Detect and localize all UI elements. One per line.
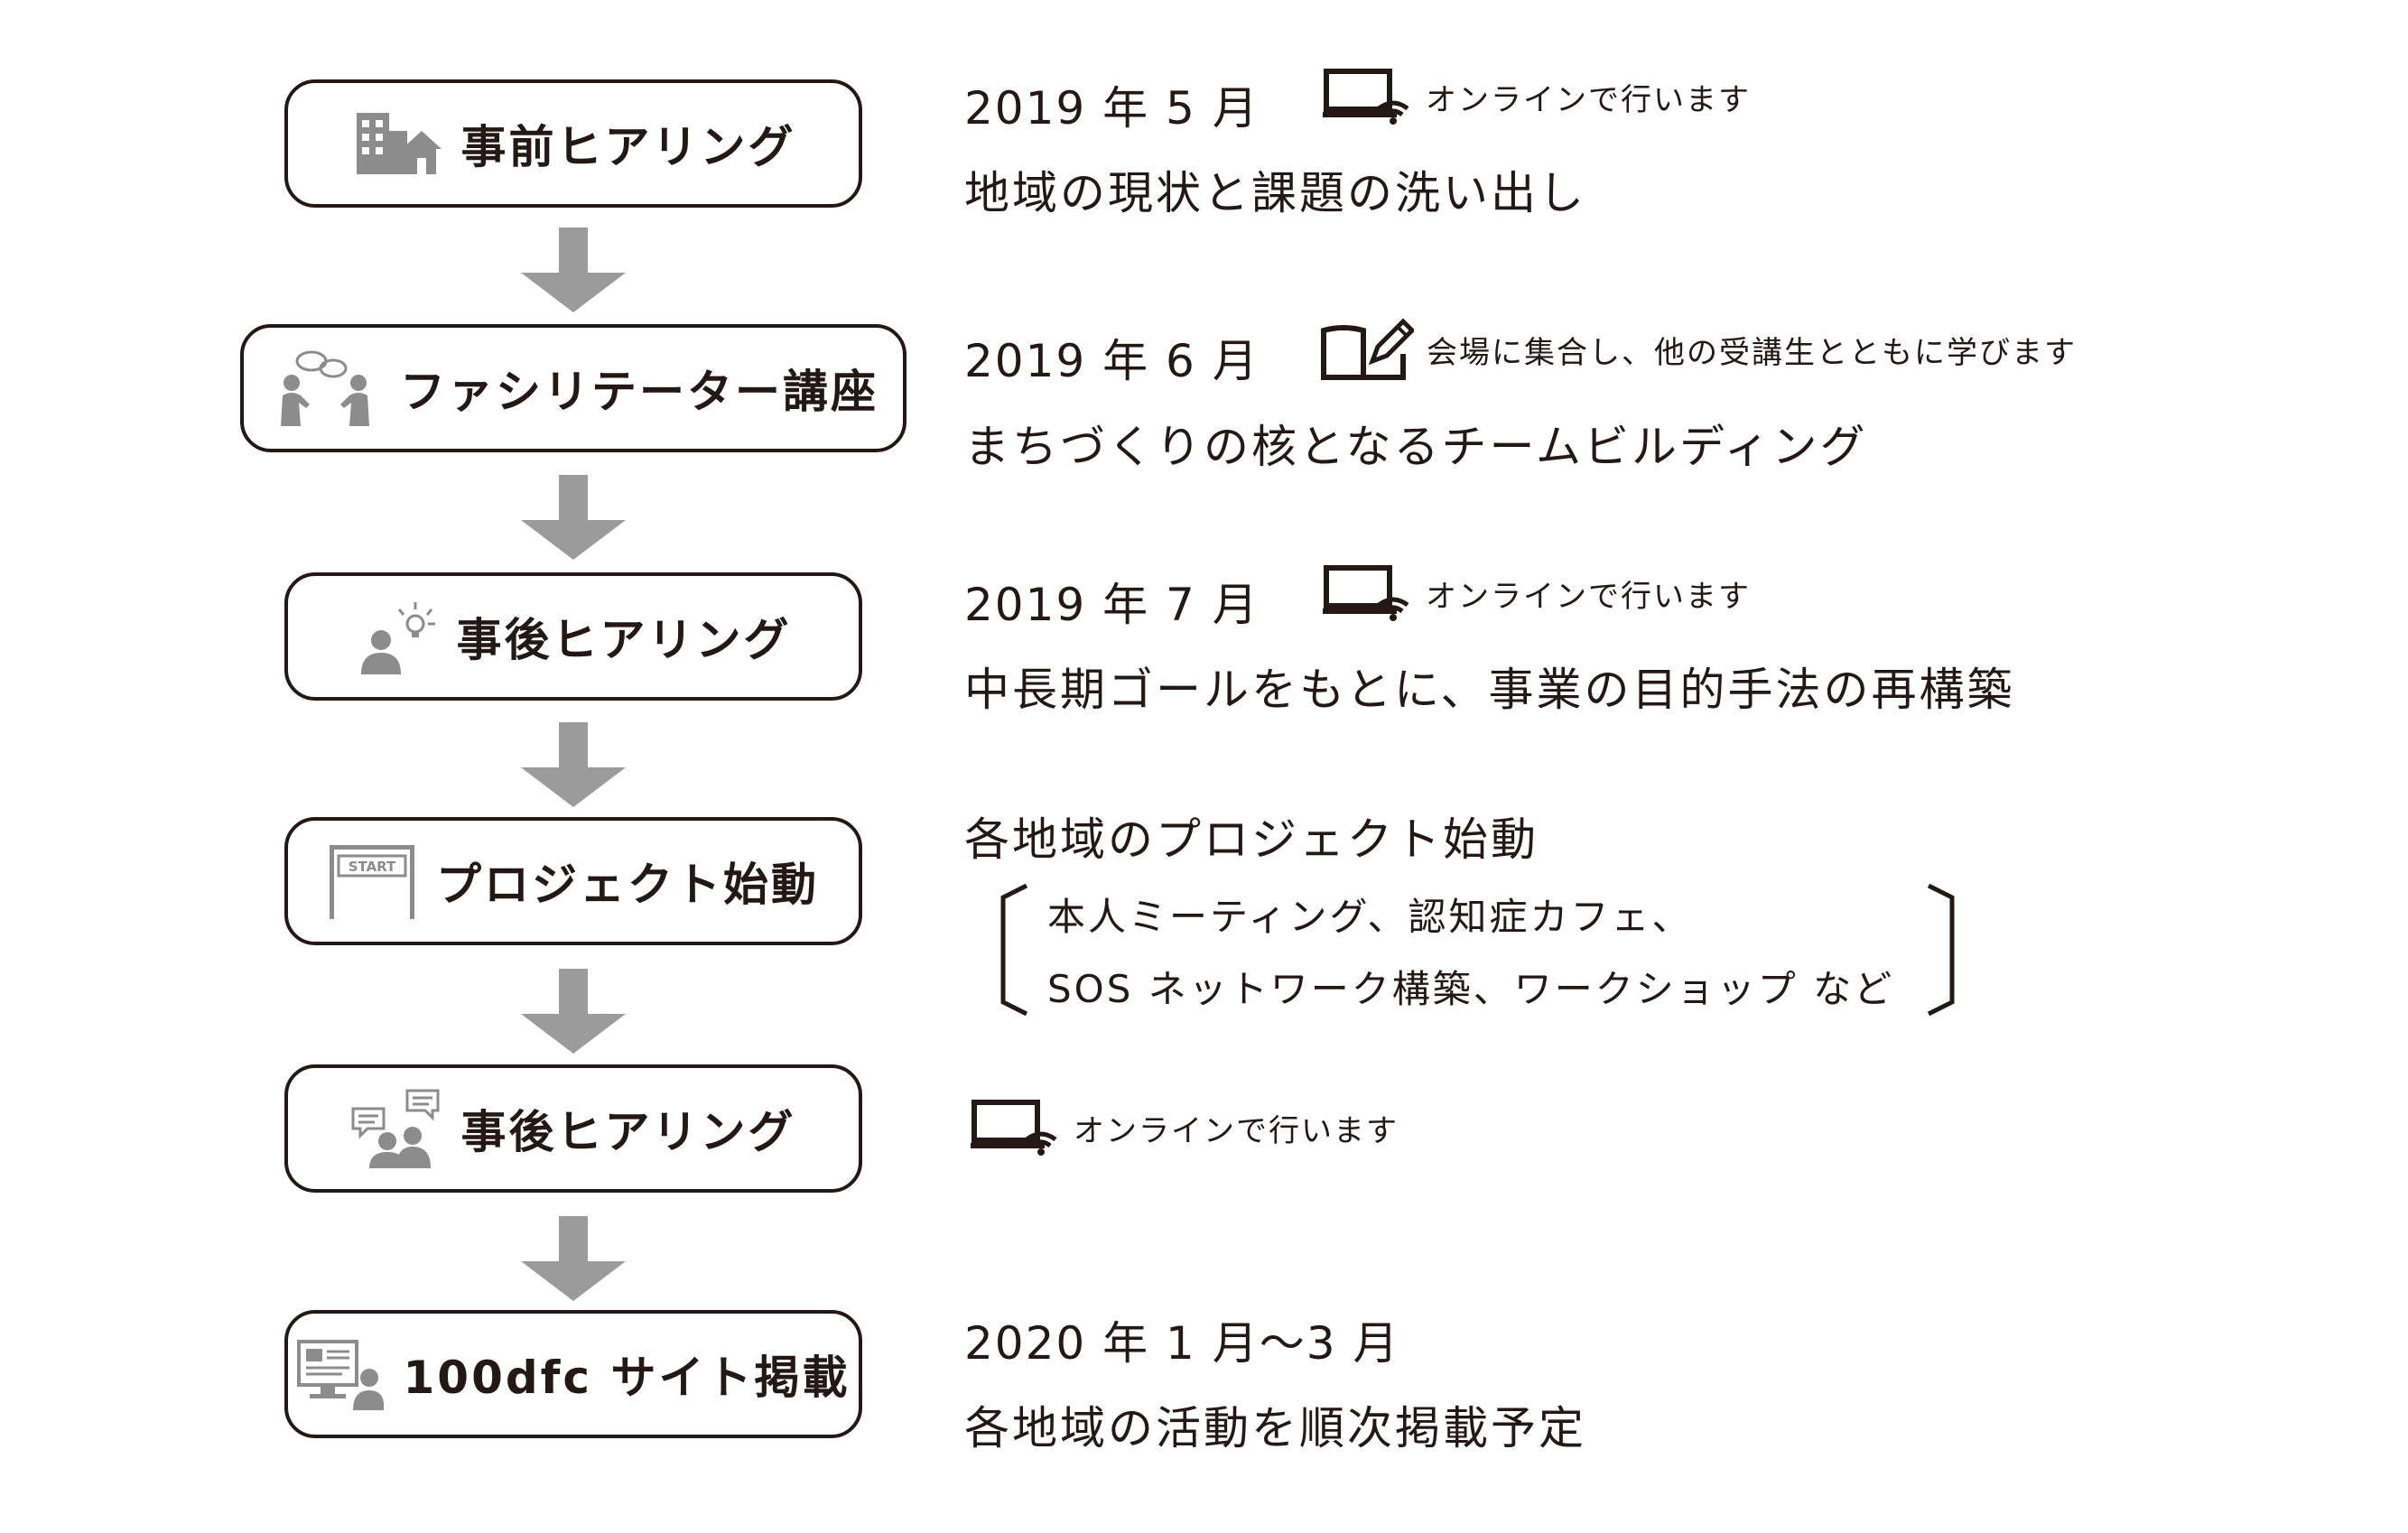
step-box-post-hearing-1: 事後ヒアリング — [284, 572, 862, 701]
step-box-pre-hearing: 事前ヒアリング — [284, 79, 862, 208]
detail-note: オンラインで行います — [1323, 69, 1751, 125]
building-house-icon — [356, 113, 442, 174]
detail-note: オンラインで行います — [1323, 565, 1751, 621]
step-label: ファシリテーター講座 — [400, 366, 879, 418]
detail-description: 中長期ゴールをもとに、事業の目的手法の再構築 — [964, 664, 2015, 716]
example-line-1: 本人ミーティング、認知症カフェ、 — [1047, 895, 1693, 939]
left-bracket — [1000, 883, 1028, 1017]
step-label: 事後ヒアリング — [460, 1106, 796, 1158]
note-text: オンラインで行います — [1426, 578, 1751, 615]
detail-description: 各地域のプロジェクト始動 — [964, 813, 1539, 866]
detail-description: まちづくりの核となるチームビルディング — [964, 421, 1868, 473]
laptop-wifi-icon — [971, 1100, 1057, 1156]
detail-date: 2019 年 6 月 — [964, 335, 1260, 387]
start-sign-text: START — [349, 859, 396, 875]
people-talking-icon — [281, 350, 369, 426]
step-label: プロジェクト始動 — [436, 859, 819, 911]
step-label: 事後ヒアリング — [456, 614, 792, 666]
step-label: 100dfc サイト掲載 — [403, 1352, 851, 1404]
down-arrow-4 — [521, 969, 626, 1054]
step-box-facilitator-course: ファシリテーター講座 — [240, 324, 906, 452]
computer-person-icon — [296, 1340, 384, 1410]
down-arrow-3 — [521, 722, 626, 807]
people-chat-icon — [351, 1089, 439, 1168]
right-bracket — [1927, 883, 1955, 1017]
step-label: 事前ヒアリング — [460, 121, 796, 173]
step-box-project-start: START プロジェクト始動 — [284, 817, 862, 945]
detail-date: 2019 年 7 月 — [964, 579, 1260, 631]
laptop-wifi-icon — [1323, 69, 1409, 125]
note-text: オンラインで行います — [1074, 1112, 1399, 1149]
step-box-site-posting: 100dfc サイト掲載 — [284, 1310, 862, 1438]
detail-description: 地域の現状と課題の洗い出し — [964, 167, 1586, 219]
detail-note: 会場に集合し、他の受講生とともに学びます — [1320, 318, 2077, 381]
step-box-post-hearing-2: 事後ヒアリング — [284, 1064, 862, 1193]
detail-date: 2019 年 5 月 — [964, 82, 1260, 135]
down-arrow-1 — [521, 228, 626, 312]
laptop-wifi-icon — [1323, 565, 1409, 621]
down-arrow-5 — [521, 1216, 626, 1301]
start-gate-icon: START — [330, 845, 414, 919]
example-line-2: SOS ネットワーク構築、ワークショップ など — [1047, 967, 1895, 1011]
detail-date: 2020 年 1 月～3 月 — [964, 1317, 1400, 1370]
detail-description: 各地域の活動を順次掲載予定 — [964, 1402, 1586, 1454]
down-arrow-2 — [521, 475, 626, 560]
person-idea-icon — [360, 602, 435, 674]
detail-note: オンラインで行います — [971, 1100, 1399, 1156]
note-text: オンラインで行います — [1426, 81, 1751, 118]
note-text: 会場に集合し、他の受講生とともに学びます — [1427, 334, 2077, 371]
book-pen-icon — [1321, 318, 1414, 380]
